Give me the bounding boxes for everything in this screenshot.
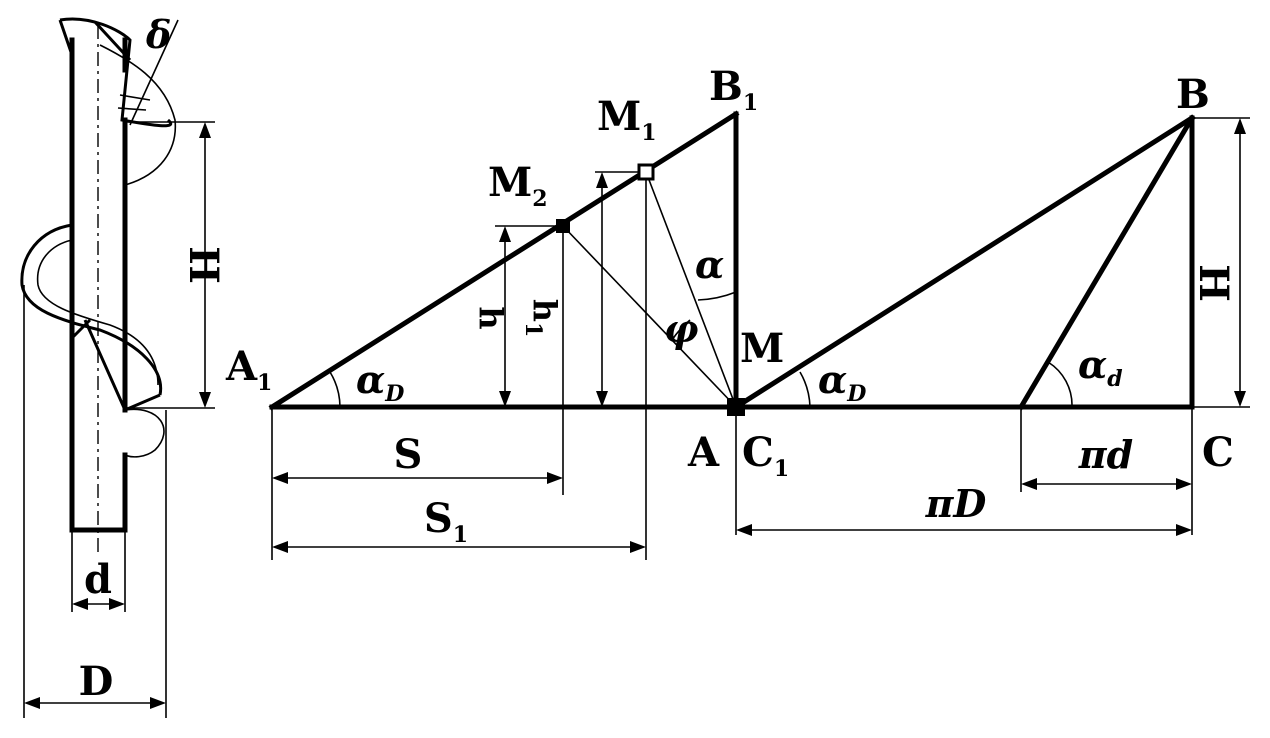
label-B1: B1 [709,63,758,116]
label-S1: S1 [424,495,468,548]
chord-M-M2 [562,225,737,408]
alpha-arc [697,291,737,301]
label-alpha: α [695,242,724,287]
label-h: h [472,306,510,329]
label-alphaD-right: αD [818,357,866,407]
label-H-right: H [1190,264,1237,302]
label-alphad: αd [1078,342,1123,392]
label-S: S [394,431,423,478]
hypotenuse-d [1017,114,1196,411]
label-A: A [687,429,720,476]
phi-arc [671,319,691,341]
hypotenuse-A1-B1 [268,110,740,411]
auger-flight-top [59,17,173,128]
hypotenuse-C1-B [732,114,1196,411]
label-h1: h1 [520,299,564,338]
auger-flight-middle [20,223,163,396]
label-phi: φ [664,306,698,351]
label-M2: M2 [488,159,548,212]
label-pi-D: πD [925,481,987,526]
auger-d-label: d [84,556,112,603]
auger-H-label: H [180,246,227,284]
chord-M-M1 [645,171,737,408]
delta-leader [129,19,179,126]
auger-D-label: D [79,658,114,705]
label-alphaD-left: αD [356,357,404,407]
auger-drawing: δ H d D [20,12,227,718]
label-M: M [740,325,784,372]
alphaD-arc-right [799,371,811,408]
label-pi-d: πd [1078,432,1133,477]
label-B: B [1176,71,1210,118]
delta-label: δ [145,12,171,57]
point-M1-marker [637,163,655,181]
label-C1: C1 [742,429,789,482]
label-A1: A1 [225,343,272,396]
development-triangle-right: B C1 C H αD αd πd πD [732,71,1250,536]
point-M2-marker [556,219,570,233]
auger-flight-bottom [124,408,165,458]
label-C: C [1202,429,1234,476]
alphad-arc [1047,361,1073,408]
label-M1: M1 [597,93,657,146]
development-triangle-left: B1 M1 M2 A1 M A α φ αD h h1 S S1 [225,63,1195,560]
alphaD-arc-left [329,371,341,408]
